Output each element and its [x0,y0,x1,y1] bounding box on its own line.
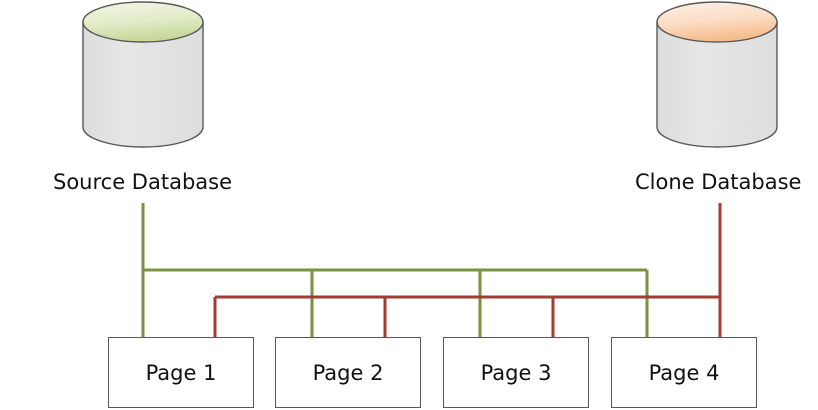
page-box-2[interactable]: Page 2 [275,337,421,408]
source-cylinder-body [82,21,204,148]
source-connector-group [141,203,649,338]
page-box-4[interactable]: Page 4 [611,337,757,408]
page-box-1[interactable]: Page 1 [108,337,254,408]
page-box-label: Page 4 [648,360,720,385]
clone-database-label: Clone Database [635,170,802,194]
source-database-label: Source Database [53,170,233,194]
page-box-label: Page 1 [145,360,217,385]
clone-cylinder-top [656,1,778,43]
page-box-3[interactable]: Page 3 [443,337,589,408]
page-box-label: Page 2 [312,360,384,385]
clone-database-cylinder [656,1,778,148]
source-cylinder-top [82,1,204,43]
source-database-cylinder [82,1,204,148]
clone-connector-group [213,203,722,338]
clone-cylinder-body [656,21,778,148]
page-box-label: Page 3 [480,360,552,385]
